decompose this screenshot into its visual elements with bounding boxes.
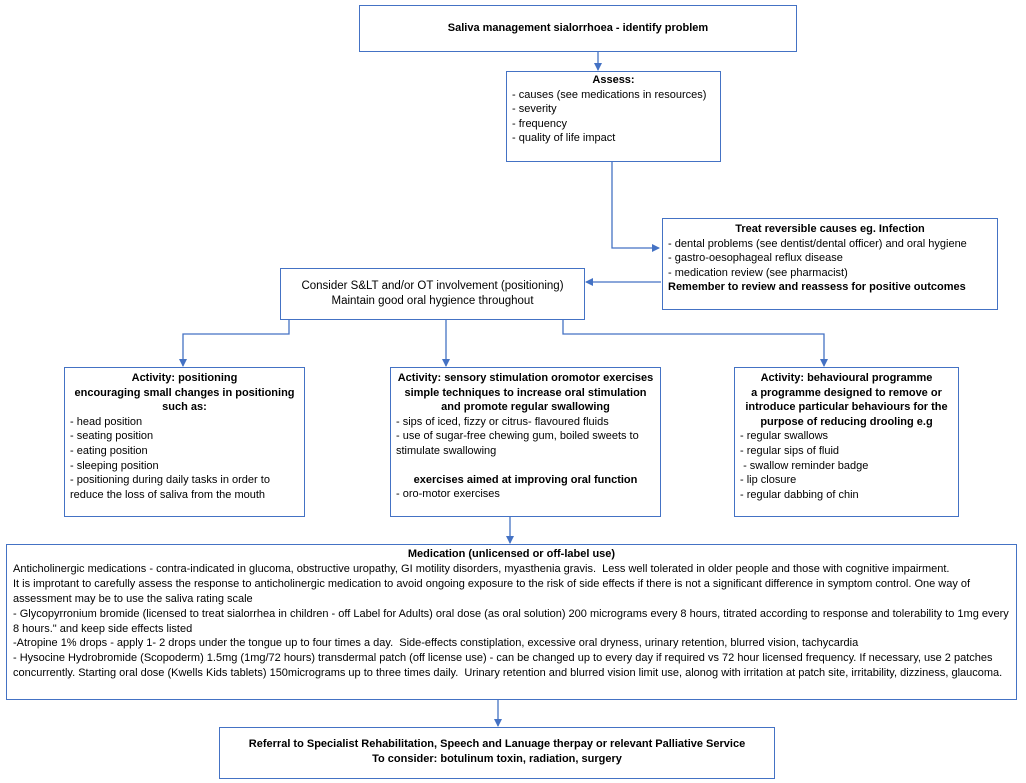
assess-item: - severity: [512, 103, 557, 116]
positioning-item: - eating position: [70, 444, 148, 457]
behavioural-box: Activity: behavioural programme a progra…: [734, 367, 959, 517]
positioning-subtitle: encouraging small changes in positioning: [74, 386, 295, 399]
positioning-title: Activity: positioning: [131, 372, 238, 384]
behavioural-subtitle: introduce particular behaviours for the: [745, 401, 948, 414]
assess-item: - frequency: [512, 117, 568, 130]
identify-problem-box: Saliva management sialorrhoea - identify…: [359, 5, 797, 52]
referral-box: Referral to Specialist Rehabilitation, S…: [219, 727, 775, 779]
treat-title: Treat reversible causes eg. Infection: [735, 223, 925, 235]
treat-item: - dental problems (see dentist/dental of…: [668, 237, 967, 250]
positioning-item: - sleeping position: [70, 459, 159, 472]
medication-paragraph: - Glycopyrronium bromide (licensed to tr…: [13, 607, 1012, 635]
assess-box: Assess: - causes (see medications in res…: [506, 71, 721, 162]
assess-title: Assess:: [592, 74, 635, 86]
assess-item: - quality of life impact: [512, 132, 616, 145]
positioning-subtitle: such as:: [162, 401, 207, 414]
behavioural-item: - regular swallows: [740, 430, 829, 443]
sensory-title: Activity: sensory stimulation oromotor e…: [397, 372, 654, 384]
positioning-item: - head position: [70, 415, 143, 428]
consider-slt-box: Consider S&LT and/or OT involvement (pos…: [280, 268, 585, 320]
consider-line2: Maintain good oral hygience throughout: [331, 294, 534, 307]
sensory-item: - use of sugar-free chewing gum, boiled …: [396, 430, 642, 457]
sensory-subtitle: simple techniques to increase oral stimu…: [404, 386, 647, 399]
positioning-box: Activity: positioning encouraging small …: [64, 367, 305, 517]
consider-line1: Consider S&LT and/or OT involvement (pos…: [301, 280, 564, 292]
sensory-item: - sips of iced, fizzy or citrus- flavour…: [396, 415, 609, 428]
arrow-assess-to-treat: [611, 162, 660, 252]
sensory-exercise-item: - oro-motor exercises: [396, 488, 500, 501]
medication-paragraph: - Hysocine Hydrobromide (Scopoderm) 1.5m…: [13, 652, 1003, 680]
behavioural-item: - lip closure: [740, 474, 797, 487]
positioning-item: - seating position: [70, 430, 154, 443]
treat-footer: Remember to review and reassess for posi…: [668, 281, 966, 294]
sensory-stimulation-box: Activity: sensory stimulation oromotor e…: [390, 367, 661, 517]
behavioural-item: - swallow reminder badge: [740, 459, 869, 472]
behavioural-item: - regular sips of fluid: [740, 444, 840, 457]
medication-paragraph: It is improtant to carefully assess the …: [13, 577, 974, 605]
arrow-consider-to-behavioural: [562, 320, 828, 367]
treat-item: - medication review (see pharmacist): [668, 266, 848, 279]
assess-item: - causes (see medications in resources): [512, 88, 707, 101]
medication-box: Medication (unlicensed or off-label use)…: [6, 544, 1017, 700]
referral-line2: To consider: botulinum toxin, radiation,…: [372, 752, 622, 765]
treat-reversible-box: Treat reversible causes eg. Infection - …: [662, 218, 998, 310]
medication-title: Medication (unlicensed or off-label use): [407, 548, 616, 560]
behavioural-title: Activity: behavioural programme: [760, 372, 933, 384]
behavioural-item: - regular dabbing of chin: [740, 488, 859, 501]
referral-line1: Referral to Specialist Rehabilitation, S…: [248, 738, 746, 750]
behavioural-subtitle: a programme designed to remove or: [751, 386, 942, 399]
treat-item: - gastro-oesophageal reflux disease: [668, 252, 843, 265]
sensory-subtitle: and promote regular swallowing: [441, 401, 610, 414]
medication-paragraph: -Atropine 1% drops - apply 1- 2 drops un…: [13, 637, 859, 650]
positioning-item: - positioning during daily tasks in orde…: [70, 474, 274, 501]
medication-paragraph: Anticholinergic medications - contra-ind…: [13, 562, 950, 575]
behavioural-subtitle: purpose of reducing drooling e.g: [760, 415, 933, 428]
identify-problem-title: Saliva management sialorrhoea - identify…: [447, 22, 709, 34]
arrow-consider-to-positioning: [179, 320, 290, 367]
sensory-exercises-title: exercises aimed at improving oral functi…: [413, 473, 638, 486]
